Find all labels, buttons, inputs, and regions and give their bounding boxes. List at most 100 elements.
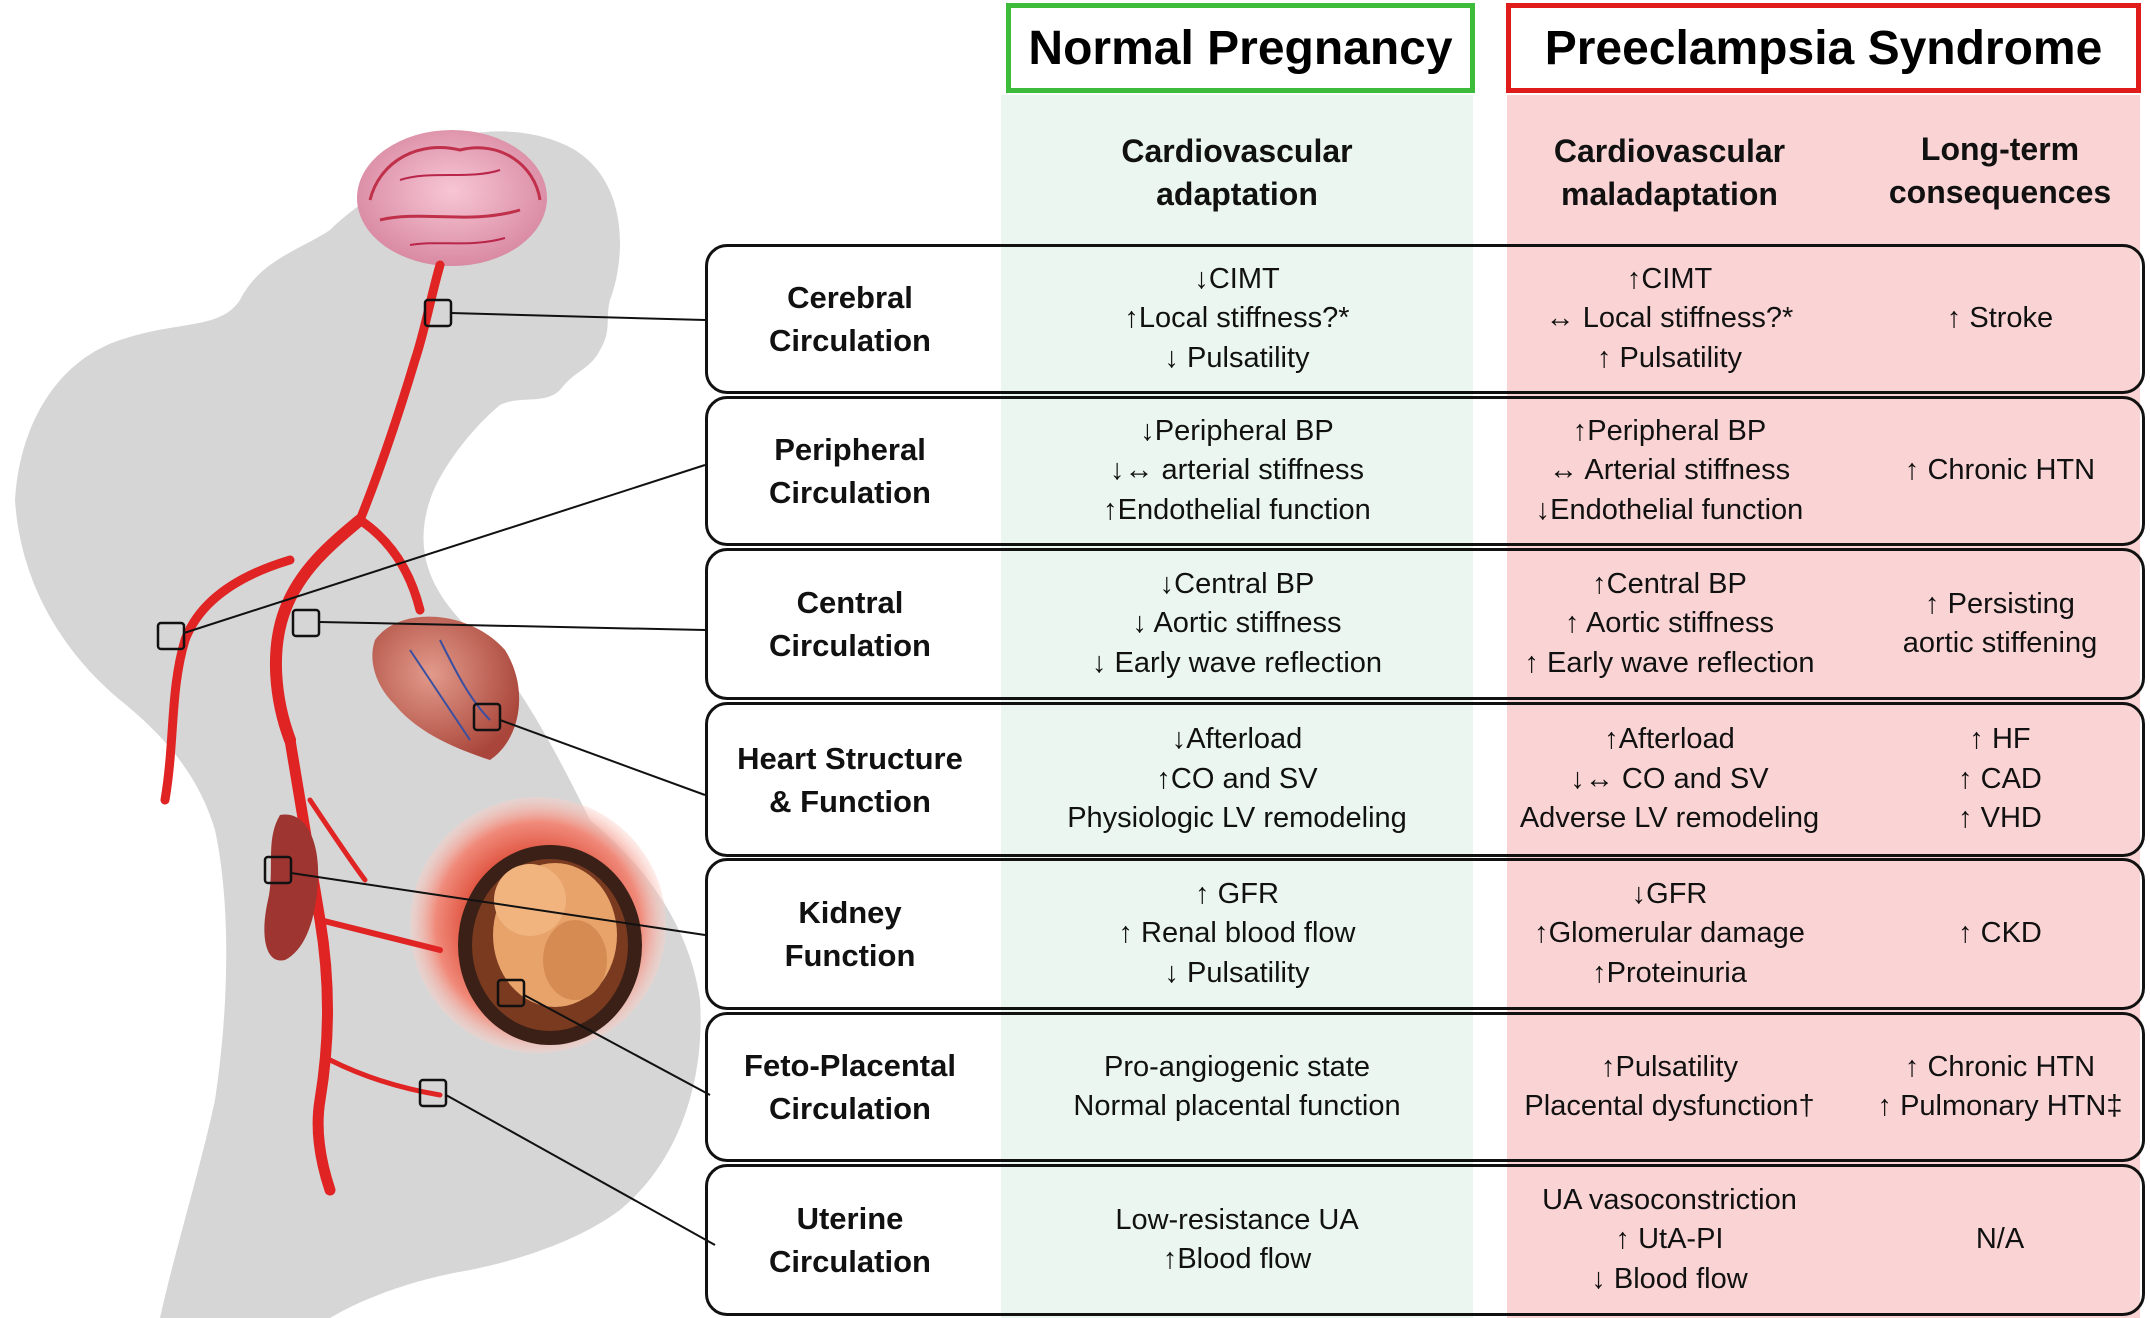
header-line: maladaptation: [1561, 176, 1778, 212]
normal-adaptation-cell-line: Physiologic LV remodeling: [1067, 802, 1407, 835]
maladaptation-cell: ↓GFR ↑Glomerular damage ↑Proteinuria: [1507, 858, 1832, 1010]
long-term-cell: ↑ HF↑ CAD↑ VHD: [1840, 702, 2150, 857]
maladaptation-cell-line: ↑ Aortic stiffness: [1565, 607, 1774, 640]
table-row: [705, 1012, 2145, 1162]
maladaptation-cell-line: Placental dysfunction†: [1524, 1090, 1815, 1122]
normal-adaptation-cell: ↓Central BP ↓ Aortic stiffness ↓ Early wav…: [1001, 548, 1473, 700]
maladaptation-cell-line: ↓↔ CO and SV: [1570, 762, 1769, 795]
header-line: consequences: [1888, 174, 2112, 210]
long-term-column-header: Long-term consequences: [1840, 128, 2150, 214]
row-label-line: Peripheral: [774, 432, 926, 467]
long-term-cell-line: ↑ CKD: [1958, 917, 2042, 950]
long-term-cell-line: ↑ Chronic HTN: [1904, 454, 2096, 487]
table-row: [705, 1164, 2145, 1316]
normal-column-background: [1001, 95, 1473, 1318]
normal-adaptation-cell-line: ↑ Renal blood flow: [1118, 917, 1356, 950]
row-label-line: Feto-Placental: [744, 1048, 956, 1083]
normal-adaptation-cell: ↓Afterload ↑CO and SV Physiologic LV remod…: [1001, 702, 1473, 857]
normal-adaptation-cell-line: ↑Blood flow: [1162, 1243, 1312, 1275]
maladaptation-cell-line: ↑ Pulsatility: [1596, 341, 1743, 374]
row-label: Heart Structure & Function: [705, 702, 995, 857]
row-label-line: Heart Structure: [737, 740, 963, 776]
maladaptation-cell: ↑CIMT ↔ Local stiffness?* ↑ Pulsatility: [1507, 244, 1832, 394]
row-label-line: & Function: [769, 783, 931, 819]
brain-icon: [357, 130, 547, 266]
row-label-line: Central: [796, 585, 904, 620]
maladaptation-cell-line: UA vasoconstriction: [1542, 1183, 1797, 1216]
long-term-cell-line: ↑ HF: [1969, 723, 2031, 756]
normal-adaptation-cell-line: ↑Local stiffness?*: [1124, 302, 1350, 335]
row-label-line: Kidney: [798, 895, 902, 930]
normal-adaptation-cell-line: ↓ Early wave reflection: [1091, 646, 1383, 679]
normal-adaptation-cell-line: ↓ Pulsatility: [1164, 956, 1310, 989]
normal-pregnancy-banner: Normal Pregnancy: [1006, 3, 1475, 93]
header-line: Cardiovascular: [1553, 133, 1786, 169]
maladaptation-cell-line: ↑Proteinuria: [1592, 956, 1747, 989]
normal-adaptation-cell-line: ↓↔ arterial stiffness: [1109, 454, 1365, 487]
table-row: [705, 858, 2145, 1010]
normal-adaptation-cell-line: Normal placental function: [1073, 1090, 1401, 1122]
pregnant-silhouette-icon: [15, 131, 701, 1318]
preeclampsia-column-background: [1507, 95, 2140, 1318]
leader-lines: [183, 312, 716, 1246]
table-row: [705, 396, 2145, 546]
maladaptation-cell-line: ↓ Blood flow: [1591, 1262, 1748, 1295]
normal-column-header: Cardiovascular adaptation: [1001, 130, 1473, 216]
long-term-cell: ↑ Chronic HTN↑ Pulmonary HTN‡: [1840, 1012, 2150, 1162]
long-term-cell-line: aortic stiffening: [1902, 627, 2098, 659]
table-row: [705, 548, 2145, 700]
normal-adaptation-cell-line: ↓Afterload: [1171, 723, 1303, 756]
long-term-cell-line: ↑ Chronic HTN: [1904, 1050, 2096, 1083]
normal-adaptation-cell: ↓CIMT ↑Local stiffness?* ↓ Pulsatility: [1001, 244, 1473, 394]
normal-adaptation-cell-line: ↑ GFR: [1195, 877, 1279, 910]
maladaptation-cell-line: ↑CIMT: [1626, 262, 1713, 295]
normal-adaptation-cell-line: ↓Central BP: [1159, 567, 1315, 600]
artery-icon: [160, 260, 445, 1196]
preeclampsia-banner: Preeclampsia Syndrome: [1506, 3, 2141, 93]
maladaptation-cell: ↑Peripheral BP ↔ Arterial stiffness ↓Endot…: [1507, 396, 1832, 546]
normal-adaptation-cell: ↑ GFR ↑ Renal blood flow ↓ Pulsatility: [1001, 858, 1473, 1010]
row-label-line: Circulation: [769, 475, 931, 510]
normal-adaptation-cell-line: ↓Peripheral BP: [1140, 414, 1334, 447]
table-row: [705, 702, 2145, 857]
row-label-line: Circulation: [769, 1244, 931, 1279]
normal-adaptation-cell: Low-resistance UA↑Blood flow: [1001, 1164, 1473, 1316]
maladaptation-cell-line: ↑Afterload: [1604, 723, 1735, 756]
normal-adaptation-cell-line: ↑CO and SV: [1156, 762, 1318, 795]
kidney-icon: [264, 814, 319, 961]
maladaptation-cell-line: ↑Glomerular damage: [1534, 917, 1805, 950]
maladaptation-column-header: Cardiovascular maladaptation: [1507, 130, 1832, 216]
header-line: Cardiovascular: [1121, 133, 1353, 169]
maladaptation-cell-line: ↓Endothelial function: [1535, 493, 1804, 526]
maladaptation-cell-line: ↓GFR: [1631, 877, 1708, 910]
long-term-cell-line: N/A: [1975, 1223, 2025, 1256]
normal-adaptation-cell-line: ↓CIMT: [1194, 262, 1280, 295]
header-line: Long-term: [1920, 131, 2080, 167]
long-term-cell: N/A: [1840, 1164, 2150, 1316]
maladaptation-cell-line: ↑ UtA-PI: [1615, 1223, 1724, 1256]
long-term-cell: ↑ Stroke: [1840, 244, 2150, 394]
maladaptation-cell-line: ↑Peripheral BP: [1572, 414, 1767, 447]
row-label-line: Circulation: [769, 323, 931, 358]
row-label-line: Cerebral: [787, 280, 913, 315]
normal-adaptation-cell-line: ↓ Pulsatility: [1164, 341, 1310, 374]
long-term-cell-line: ↑ Stroke: [1946, 302, 2054, 335]
maladaptation-cell-line: Adverse LV remodeling: [1519, 802, 1820, 835]
row-label-line: Uterine: [796, 1201, 904, 1236]
maladaptation-cell-line: ↔ Arterial stiffness: [1548, 454, 1791, 487]
maladaptation-cell-line: ↔ Local stiffness?*: [1545, 302, 1794, 335]
normal-adaptation-cell-line: ↑Endothelial function: [1103, 493, 1371, 526]
maladaptation-cell: ↑Central BP↑ Aortic stiffness↑ Early wav…: [1507, 548, 1832, 700]
normal-adaptation-cell-line: ↓ Aortic stiffness: [1132, 607, 1342, 640]
